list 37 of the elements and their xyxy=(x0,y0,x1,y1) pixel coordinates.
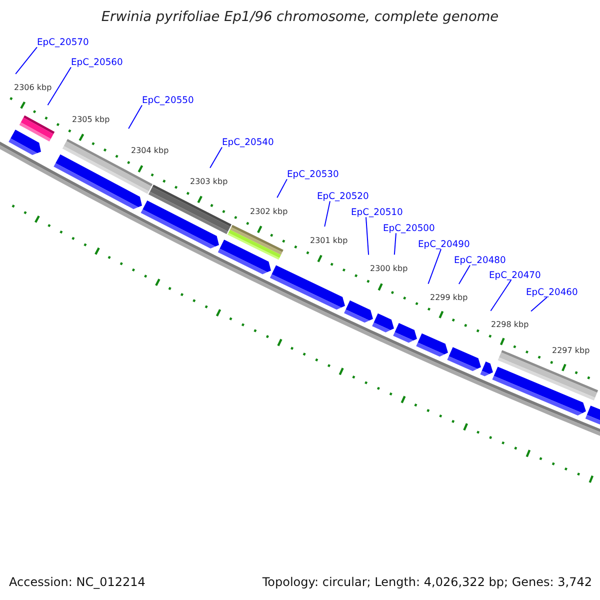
gene-label: EpC_20510 xyxy=(351,208,403,218)
map-title: Erwinia pyrifoliae Ep1/96 chromosome, complete genome xyxy=(101,11,499,25)
scale-label: 2300 kbp xyxy=(370,265,408,273)
leader-line xyxy=(210,146,222,168)
gene-label: EpC_20460 xyxy=(526,288,578,298)
gene-label: EpC_20540 xyxy=(222,138,274,148)
leader-line xyxy=(276,178,288,198)
gene-label: EpC_20520 xyxy=(317,192,369,202)
leader-line xyxy=(128,104,142,130)
scale-label: 2301 kbp xyxy=(310,237,348,245)
scale-label: 2303 kbp xyxy=(190,178,228,186)
leader-line xyxy=(394,232,396,256)
scale-label: 2298 kbp xyxy=(491,321,529,329)
gene-label: EpC_20490 xyxy=(418,240,470,250)
scale-label: 2297 kbp xyxy=(552,347,590,355)
leader-line xyxy=(428,248,442,284)
gene-label: EpC_20530 xyxy=(287,170,339,180)
scale-label: 2305 kbp xyxy=(72,116,110,124)
scale-label: 2299 kbp xyxy=(430,294,468,302)
leader-line xyxy=(324,200,330,228)
scale-label: 2306 kbp xyxy=(14,84,52,92)
leader-line xyxy=(490,280,512,312)
gene-label: EpC_20500 xyxy=(383,224,435,234)
accession-text: Accession: NC_012214 xyxy=(9,576,146,588)
gene-label: EpC_20480 xyxy=(454,256,506,266)
leader-line xyxy=(366,216,370,256)
gene-label: EpC_20470 xyxy=(489,271,541,280)
scale-label: 2304 kbp xyxy=(131,147,169,155)
gene-label: EpC_20570 xyxy=(37,38,89,48)
scale-label: 2302 kbp xyxy=(250,208,288,216)
leader-line xyxy=(458,264,470,284)
gene-label: EpC_20550 xyxy=(142,96,194,106)
genome-info-text: Topology: circular; Length: 4,026,322 bp; Genes: 3,742 xyxy=(262,576,592,588)
leader-line xyxy=(15,46,38,74)
leader-line xyxy=(530,296,548,312)
leader-line xyxy=(47,66,72,106)
gene-label: EpC_20560 xyxy=(71,58,123,68)
